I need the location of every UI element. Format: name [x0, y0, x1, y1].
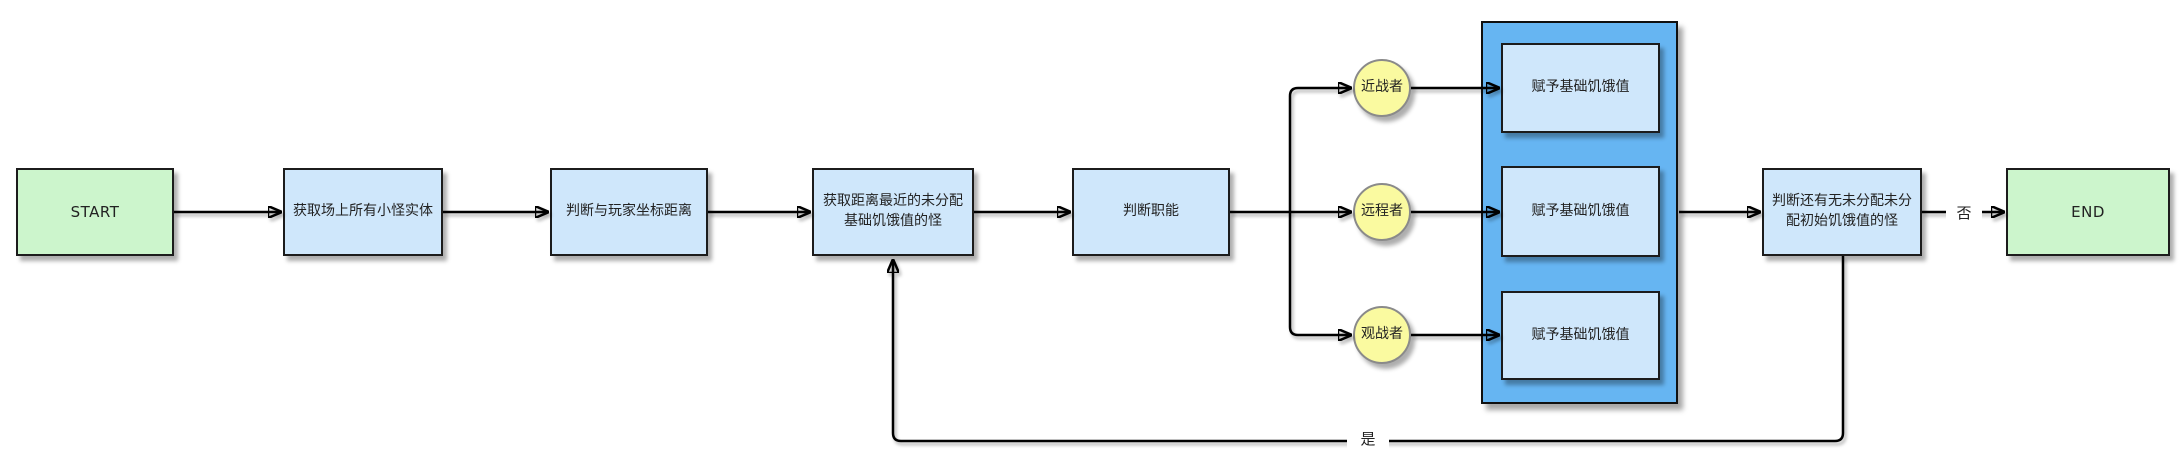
- node-role-spectator-circle[interactable]: 观战者: [1353, 306, 1411, 364]
- node-get-all-mobs[interactable]: 获取场上所有小怪实体: [283, 168, 443, 256]
- edge-branch-to-melee: [1288, 88, 1351, 212]
- node-judge-remaining-unassigned[interactable]: 判断还有无未分配未分配初始饥饿值的怪: [1762, 168, 1922, 256]
- node-start[interactable]: START: [16, 168, 174, 256]
- node-get-nearest-unassigned-mob[interactable]: 获取距离最近的未分配基础饥饿值的怪: [812, 168, 974, 256]
- node-assign-base-hunger-ranged[interactable]: 赋予基础饥饿值: [1501, 166, 1660, 257]
- node-role-ranged-circle[interactable]: 远程者: [1353, 183, 1411, 241]
- node-assign-base-hunger-spectator[interactable]: 赋予基础饥饿值: [1501, 291, 1660, 380]
- node-end[interactable]: END: [2006, 168, 2170, 256]
- node-judge-role[interactable]: 判断职能: [1072, 168, 1230, 256]
- node-assign-base-hunger-melee[interactable]: 赋予基础饥饿值: [1501, 43, 1660, 133]
- node-role-melee-circle[interactable]: 近战者: [1353, 59, 1411, 117]
- edge-branch-to-spectator: [1288, 212, 1351, 335]
- node-judge-player-distance[interactable]: 判断与玩家坐标距离: [550, 168, 708, 256]
- edge-label-yes: 是: [1347, 423, 1389, 453]
- edge-label-no: 否: [1946, 197, 1982, 227]
